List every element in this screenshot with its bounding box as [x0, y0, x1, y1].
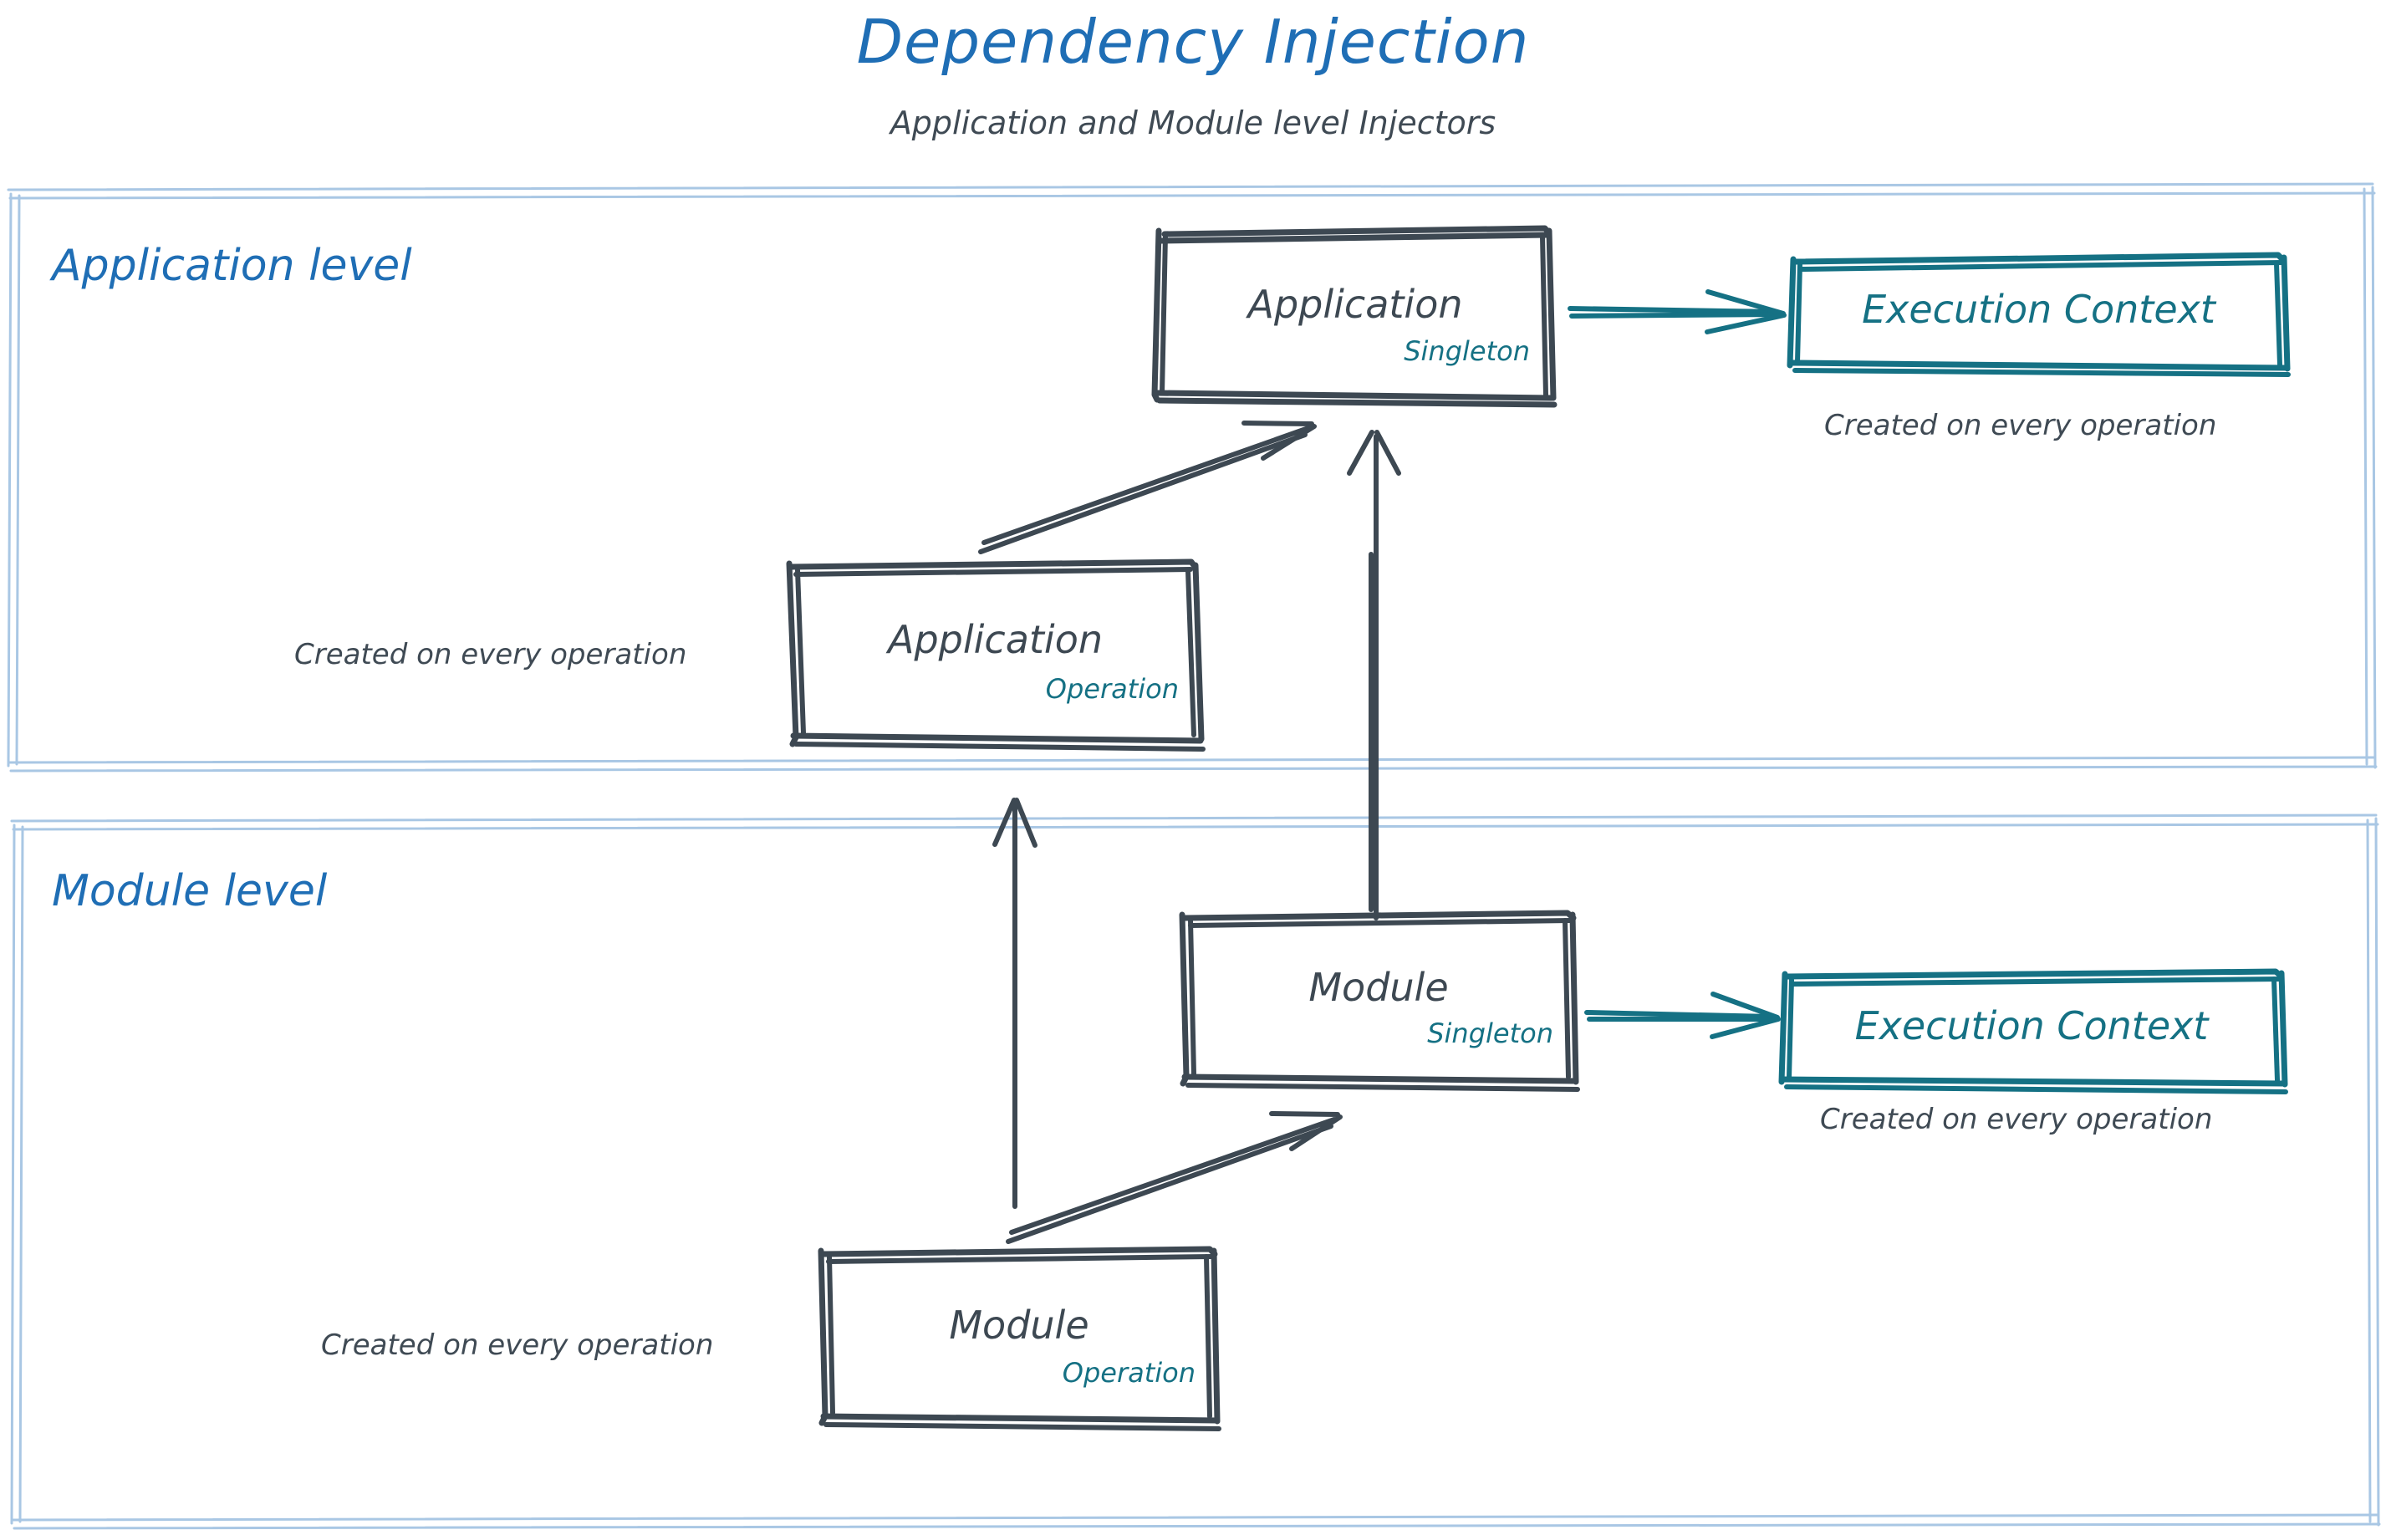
section-label-application-level: Application level [52, 241, 412, 291]
arrow-module-singleton-to-app-singleton [1347, 430, 1401, 920]
box-module-operation-scope: Operation [1062, 1357, 1196, 1389]
note-app-exec-context: Created on every operation [1824, 409, 2217, 442]
box-module-execution-context[interactable]: Execution Context [1782, 971, 2281, 1089]
box-application-operation-scope: Operation [1045, 673, 1179, 705]
box-application-singleton-title: Application [1247, 282, 1463, 327]
box-application-execution-context[interactable]: Execution Context [1790, 255, 2287, 372]
box-application-operation[interactable]: Application Operation [789, 563, 1201, 746]
box-application-singleton-scope: Singleton [1404, 335, 1530, 367]
note-module-exec-context: Created on every operation [1820, 1103, 2213, 1136]
box-module-execution-context-title: Execution Context [1854, 1003, 2209, 1048]
box-application-singleton[interactable]: Application Singleton [1159, 231, 1552, 400]
arrow-module-operation-to-module-singleton [1006, 1111, 1343, 1244]
box-application-execution-context-title: Execution Context [1862, 287, 2215, 332]
box-module-operation[interactable]: Module Operation [821, 1251, 1217, 1425]
box-module-singleton[interactable]: Module Singleton [1182, 915, 1575, 1084]
box-application-operation-title: Application [887, 617, 1104, 662]
arrow-app-singleton-to-exec-context [1568, 289, 1787, 334]
arrow-module-singleton-to-exec-context [1584, 992, 1781, 1039]
arrow-app-operation-to-app-singleton [978, 421, 1317, 554]
box-module-operation-title: Module [949, 1303, 1089, 1348]
arrow-module-operation-to-app-operation [992, 798, 1038, 1209]
page-title: Dependency Injection [856, 7, 1530, 77]
box-module-singleton-title: Module [1308, 965, 1449, 1010]
box-module-singleton-scope: Singleton [1427, 1017, 1553, 1049]
section-label-module-level: Module level [52, 866, 328, 916]
page-subtitle: Application and Module level Injectors [890, 105, 1496, 141]
note-module-operation: Created on every operation [321, 1328, 714, 1362]
note-app-operation: Created on every operation [294, 638, 687, 671]
